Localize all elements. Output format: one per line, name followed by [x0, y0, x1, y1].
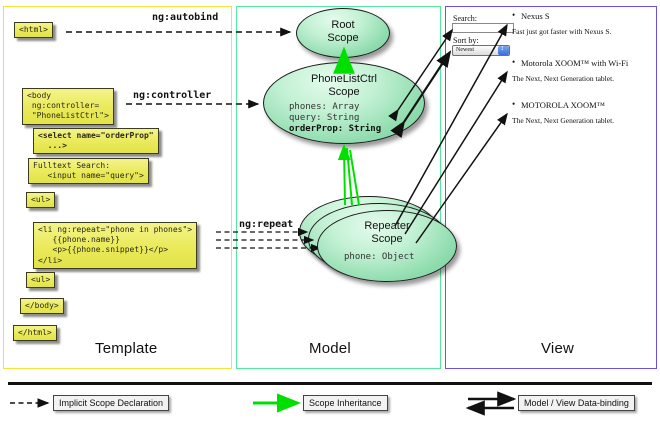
search-label: Search:	[453, 14, 477, 23]
code-box-li-repeat[interactable]: <li ng:repeat="phone in phones"> {{phone…	[33, 222, 198, 269]
chevron-updown-icon[interactable]	[498, 45, 509, 55]
phone-name[interactable]: Motorola XOOM™ with Wi-Fi	[512, 57, 658, 68]
legend-label-implicit: Implicit Scope Declaration	[53, 395, 170, 411]
panel-label-view: View	[541, 340, 575, 357]
panel-model	[236, 6, 441, 369]
scope-phonelistctrl-title: PhoneListCtrl Scope	[310, 73, 378, 98]
phone-snippet: The Next, Next Generation tablet.	[512, 74, 615, 83]
list-item[interactable]: MOTOROLA XOOM™ The Next, Next Generation…	[512, 99, 658, 125]
list-item[interactable]: Motorola XOOM™ with Wi-Fi The Next, Next…	[512, 57, 658, 83]
edge-label-repeat: ng:repeat	[239, 219, 294, 230]
legend-label-databinding: Model / View Data-binding	[518, 395, 635, 411]
panel-label-model: Model	[309, 340, 351, 357]
code-box-body-close[interactable]: </body>	[20, 298, 64, 315]
panel-template	[3, 6, 232, 369]
scope-member-phone: phone: Object	[344, 251, 415, 262]
edge-label-autobind: ng:autobind	[152, 12, 219, 23]
edge-label-controller: ng:controller	[133, 90, 212, 101]
scope-root-title: Root Scope	[327, 19, 359, 44]
scope-repeater[interactable]: Repeater Scope phone: Object	[317, 210, 457, 282]
phone-snippet: The Next, Next Generation tablet.	[512, 116, 615, 125]
phone-snippet: Fast just got faster with Nexus S.	[512, 27, 612, 36]
scope-repeater-title: Repeater Scope	[364, 220, 410, 245]
legend-divider	[8, 382, 652, 385]
sort-by-selected-value: Newest	[456, 47, 474, 53]
scope-phonelistctrl[interactable]: PhoneListCtrl Scope phones: Array query:…	[263, 62, 425, 144]
list-item[interactable]: Nexus S Fast just got faster with Nexus …	[512, 10, 658, 36]
legend-label-inheritance: Scope Inheritance	[303, 395, 388, 411]
phone-name[interactable]: MOTOROLA XOOM™	[512, 99, 658, 110]
code-box-select[interactable]: <select name="orderProp" ...>	[33, 128, 159, 155]
phone-name[interactable]: Nexus S	[512, 10, 658, 21]
scope-phonelistctrl-members: phones: Array query: String orderProp: S…	[264, 99, 424, 136]
sort-by-select[interactable]: Newest	[452, 45, 510, 56]
search-input[interactable]	[452, 23, 514, 33]
code-box-ul-close[interactable]: <ul>	[26, 272, 56, 289]
code-box-html-close[interactable]: </html>	[13, 325, 57, 342]
scope-repeater-members: phone: Object	[318, 246, 456, 263]
panel-label-template: Template	[95, 340, 158, 357]
code-box-input[interactable]: Fulltext Search: <input name="query">	[28, 158, 149, 185]
code-box-html-open[interactable]: <html>	[14, 22, 53, 39]
code-box-ul-open[interactable]: <ul>	[26, 192, 56, 209]
scope-root[interactable]: Root Scope	[296, 8, 390, 58]
scope-member-phones: phones: Array	[289, 101, 360, 112]
scope-member-query: query: String	[289, 113, 360, 124]
code-box-body-open[interactable]: <body ng:controller= "PhoneListCtrl">	[22, 88, 114, 125]
sort-by-label: Sort by:	[453, 36, 479, 45]
scope-member-orderprop: orderProp: String	[289, 124, 382, 135]
